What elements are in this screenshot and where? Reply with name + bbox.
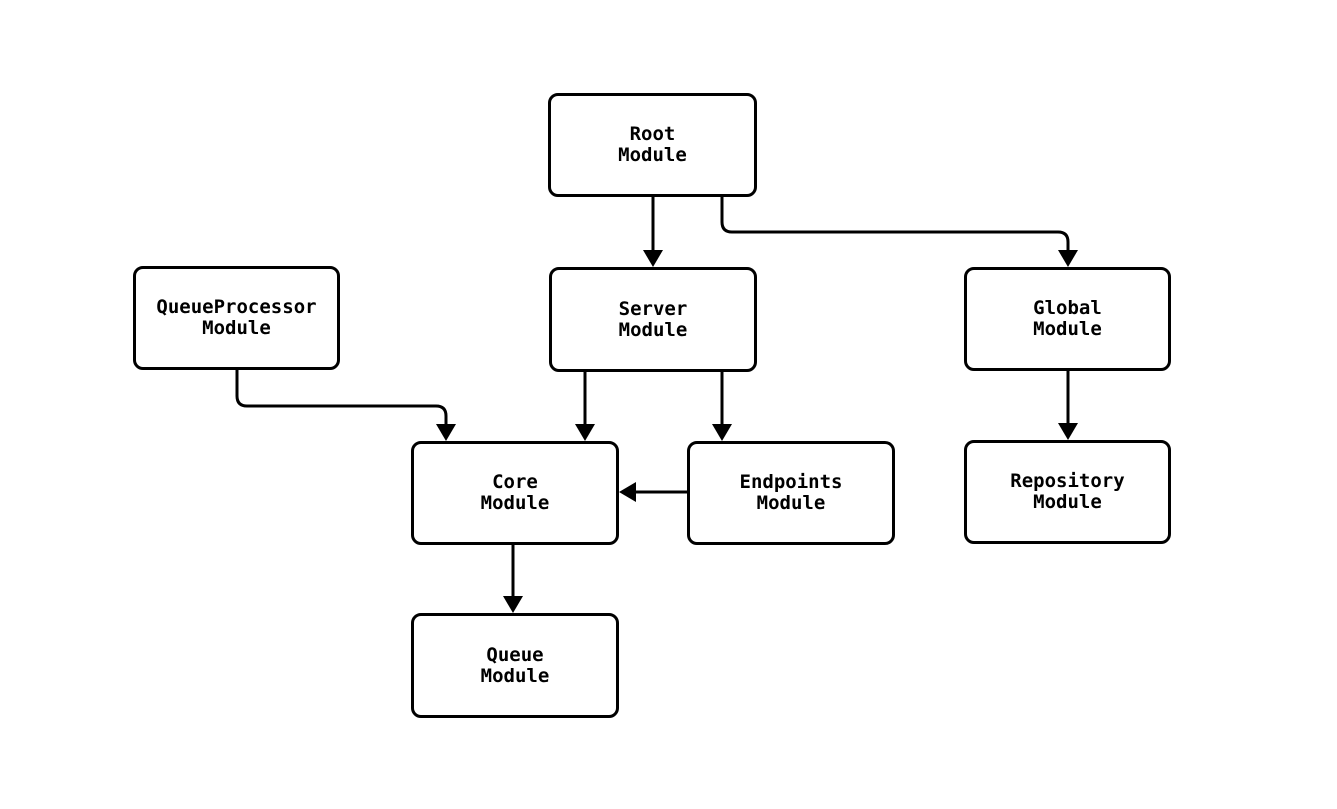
edge-global-to-repository <box>1058 371 1078 440</box>
edge-queueprocessor-to-core <box>235 370 456 441</box>
node-server-module-label: Server Module <box>618 297 688 341</box>
node-core-module: Core Module <box>411 441 619 545</box>
edge-root-to-global <box>720 197 1078 267</box>
edge-endpoints-to-core <box>619 482 687 502</box>
edge-core-to-queue <box>503 545 523 613</box>
node-core-module-label: Core Module <box>480 471 550 514</box>
node-repository-module: Repository Module <box>964 440 1171 544</box>
node-endpoints-module: Endpoints Module <box>687 441 895 545</box>
node-server-module: Server Module <box>549 267 757 372</box>
node-global-module-label: Global Module <box>1033 297 1102 340</box>
node-repository-module-label: Repository Module <box>1010 470 1125 513</box>
node-global-module: Global Module <box>964 267 1171 371</box>
node-queue-module: Queue Module <box>411 613 619 718</box>
edge-root-to-server <box>643 197 663 267</box>
node-root-module-label: Root Module <box>618 123 687 166</box>
node-queue-module-label: Queue Module <box>480 643 550 687</box>
node-endpoints-module-label: Endpoints Module <box>739 471 843 514</box>
edge-server-to-core <box>575 372 595 441</box>
edge-server-to-endpoints <box>712 372 732 441</box>
node-queueprocessor-module-label: QueueProcessor Module <box>156 296 317 339</box>
node-queueprocessor-module: QueueProcessor Module <box>133 266 340 370</box>
node-root-module: Root Module <box>548 93 757 197</box>
